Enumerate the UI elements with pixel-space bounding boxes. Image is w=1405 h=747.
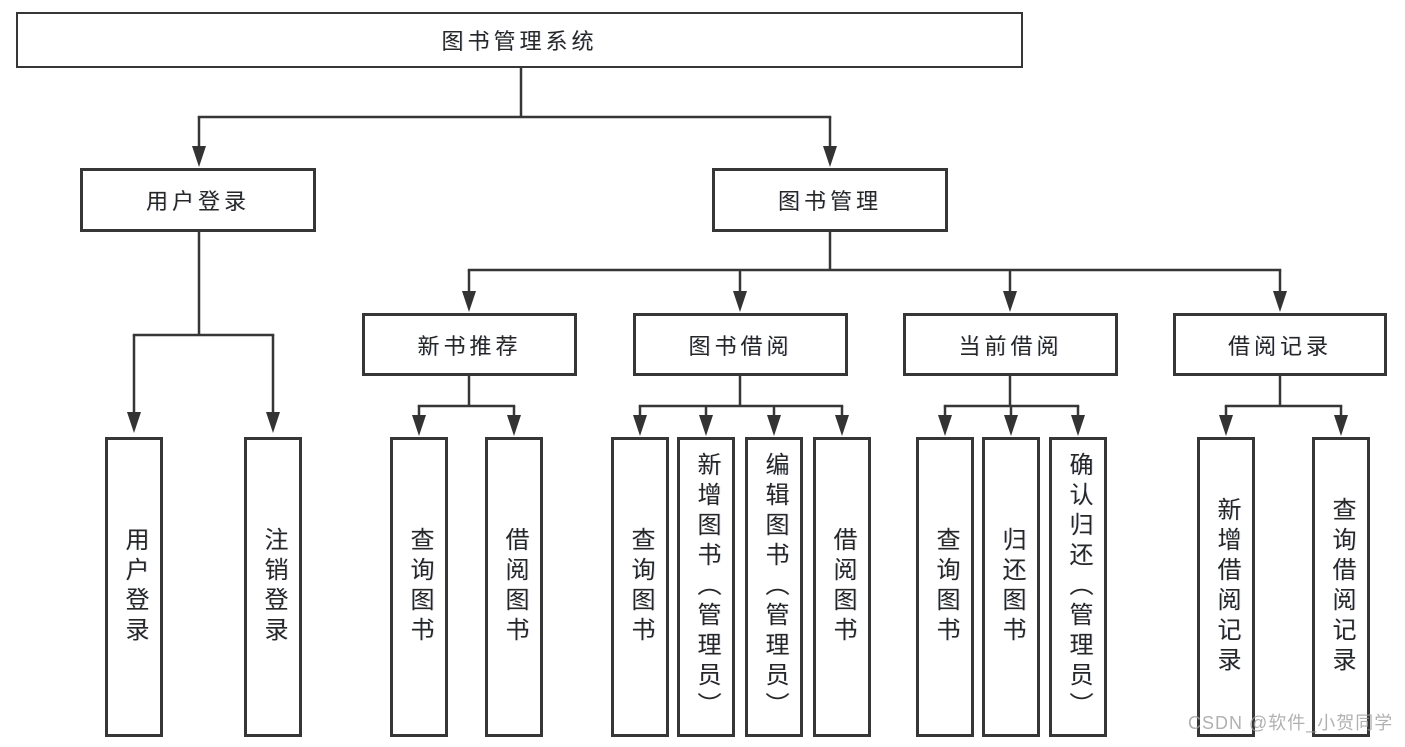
node-current-borrow-label: 当前借阅 [958, 333, 1063, 359]
connector-user-login-to-leaves [132, 232, 275, 416]
leaf-query-borrow-record-label: 查询借阅记录 [1328, 497, 1355, 677]
leaf-borrow-books-rec: 借阅图书 [485, 437, 543, 737]
connector-borrow-records-to-leaves [1224, 376, 1343, 419]
node-borrow-records-label: 借阅记录 [1227, 333, 1332, 359]
arrow-down-icon [462, 291, 476, 312]
leaf-edit-books-admin-label: 编辑图书（管理员） [761, 452, 788, 722]
node-root-label: 图书管理系统 [441, 29, 598, 54]
arrow-down-icon [192, 146, 206, 167]
arrow-down-icon [412, 415, 426, 436]
leaf-return-books-label: 归还图书 [998, 527, 1025, 647]
arrow-down-icon [938, 415, 952, 436]
leaf-add-borrow-record-label: 新增借阅记录 [1213, 497, 1240, 677]
connector-current-borrow-to-leaves [943, 376, 1080, 419]
arrowheads [127, 146, 1348, 436]
csdn-watermark: CSDN @软件_小贺同学 [1188, 713, 1394, 733]
node-user-login: 用户登录 [80, 168, 316, 232]
arrow-down-icon [823, 146, 837, 167]
leaf-logout-label: 注销登录 [260, 527, 287, 647]
leaf-query-books-rec-label: 查询图书 [406, 527, 433, 647]
arrow-down-icon [127, 412, 141, 433]
node-book-mgmt-label: 图书管理 [777, 189, 882, 214]
leaf-borrow-books-label: 借阅图书 [829, 527, 856, 647]
node-book-borrow-label: 图书借阅 [688, 333, 793, 359]
node-user-login-label: 用户登录 [145, 189, 250, 214]
leaf-user-login-label: 用户登录 [121, 527, 148, 647]
leaf-logout: 注销登录 [244, 437, 302, 737]
node-book-mgmt: 图书管理 [712, 168, 948, 232]
arrow-down-icon [733, 291, 747, 312]
leaf-edit-books-admin: 编辑图书（管理员） [745, 437, 803, 737]
node-book-borrow: 图书借阅 [633, 313, 848, 376]
leaf-borrow-books-rec-label: 借阅图书 [501, 527, 528, 647]
arrow-down-icon [507, 415, 521, 436]
leaf-add-books-admin-label: 新增图书（管理员） [693, 452, 720, 722]
leaf-confirm-return-admin-label: 确认归还（管理员） [1065, 452, 1092, 722]
leaf-return-books: 归还图书 [982, 437, 1040, 737]
arrow-down-icon [1219, 415, 1233, 436]
leaf-add-borrow-record: 新增借阅记录 [1197, 437, 1255, 737]
leaf-query-books-borrow-label: 查询图书 [627, 527, 654, 647]
arrow-down-icon [633, 415, 647, 436]
node-root: 图书管理系统 [16, 12, 1023, 68]
arrow-down-icon [1273, 291, 1287, 312]
arrow-down-icon [835, 415, 849, 436]
arrow-down-icon [1003, 291, 1017, 312]
connector-root-to-level2 [197, 68, 832, 150]
leaf-add-books-admin: 新增图书（管理员） [677, 437, 735, 737]
node-current-borrow: 当前借阅 [903, 313, 1118, 376]
arrow-down-icon [699, 415, 713, 436]
leaf-query-borrow-record: 查询借阅记录 [1312, 437, 1370, 737]
leaf-confirm-return-admin: 确认归还（管理员） [1049, 437, 1107, 737]
arrow-down-icon [767, 415, 781, 436]
connector-new-book-rec-to-leaves [417, 376, 516, 419]
leaf-query-books-current-label: 查询图书 [932, 527, 959, 647]
connector-book-mgmt-to-level3 [467, 232, 1282, 295]
arrow-down-icon [1071, 415, 1085, 436]
arrow-down-icon [266, 412, 280, 433]
connector-book-borrow-to-leaves [638, 376, 844, 419]
arrow-down-icon [1004, 415, 1018, 436]
node-new-book-rec: 新书推荐 [362, 313, 577, 376]
leaf-query-books-borrow: 查询图书 [611, 437, 669, 737]
node-borrow-records: 借阅记录 [1173, 313, 1387, 376]
arrow-down-icon [1334, 415, 1348, 436]
leaf-user-login: 用户登录 [105, 437, 163, 737]
leaf-query-books-rec: 查询图书 [390, 437, 448, 737]
leaf-borrow-books: 借阅图书 [813, 437, 871, 737]
node-new-book-rec-label: 新书推荐 [417, 333, 522, 359]
leaf-query-books-current: 查询图书 [916, 437, 974, 737]
